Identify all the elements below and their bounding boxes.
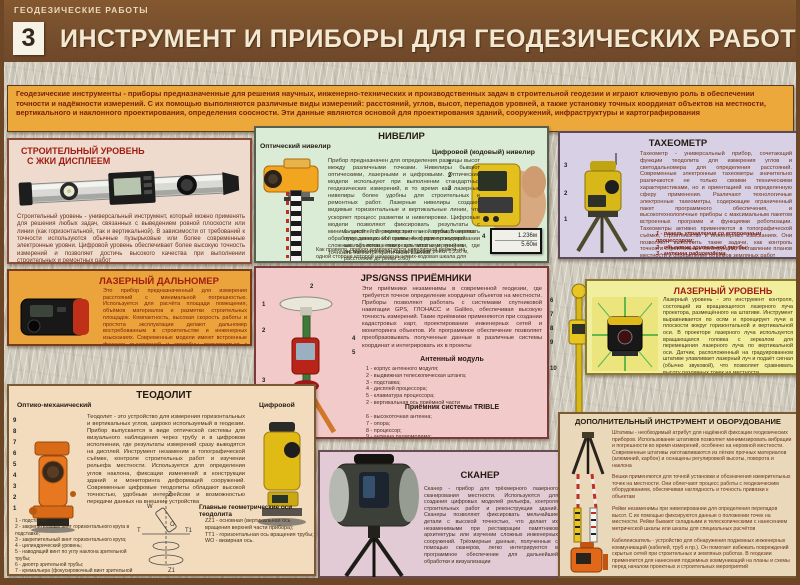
section-title: НИВЕЛИР [378,131,425,142]
teodolit-text: Теодолит - это устройство для измерения … [87,414,245,505]
section-nivelir: НИВЕЛИР Оптический нивелир Цифровой (код… [254,126,549,263]
callout-2: 2 [448,173,452,179]
callout-4: 4 [352,336,356,342]
teodolit-axes-diagram: Z T T1 W O Z1 [137,488,195,574]
section-taheometr: ТАХЕОМЕТР 3 2 1 Тахеометр - универсальны… [558,131,796,259]
poles-text: Вешки применяются для точной установки и… [612,474,791,500]
rangefinder-photo [17,293,97,341]
header: ГЕОДЕЗИЧЕСКИЕ РАБОТЫ 3 ИНСТРУМЕНТ И ПРИБ… [4,0,797,62]
taheometr-legend: 1 - панель управления со встроенным проц… [656,231,762,258]
label-digital-teodolit: Цифровой [259,402,295,409]
teodolit-axes-text: Главные геометрические оси теодолита ZZ1… [199,504,314,545]
svg-text:T: T [137,528,141,534]
section-title: ЛАЗЕРНЫЙ ДАЛЬНОМЕР [99,276,219,287]
page-title: ИНСТРУМЕНТ И ПРИБОРЫ ДЛЯ ГЕОДЕЗИЧЕСКИХ Р… [60,25,797,53]
rangefinder-text: Это прибор предназначенный для измерения… [103,288,247,346]
laser-level-photo [592,297,658,371]
taheometr-text: Тахеометр - универсальный прибор, сочета… [640,151,792,259]
section-building-level: СТРОИТЕЛЬНЫЙ УРОВЕНЬ С ЖКИ ДИСПЛЕЕМ [7,138,252,264]
cable-locator-photo [566,538,610,576]
section-title: ЛАЗЕРНЫЙ УРОВЕНЬ [673,286,773,296]
callout-2: 2 [262,328,266,334]
range-poles-photo [566,472,610,510]
nivelir-display: 1.236м 5.60м [490,228,542,254]
leveling-rod-photo [290,190,302,261]
nivelir-text: Прибор предназначен для определения разн… [328,158,480,256]
label-optical-teodolit: Оптико-механический [17,402,92,409]
callout-5: 5 [352,350,356,356]
intro-paragraph: Геодезические инструменты - приборы пред… [7,85,794,132]
building-level-photo [15,167,243,211]
teodolit-legend: 1 - подставка; 2 - закрепительный винт г… [15,518,133,574]
section-title: СТРОИТЕЛЬНЫЙ УРОВЕНЬ С ЖКИ ДИСПЛЕЕМ [21,146,145,166]
callout-1: 1 [262,302,266,308]
svg-text:W: W [147,504,153,510]
section-title: ТАХЕОМЕТР [648,138,708,149]
tripod-photo [566,430,610,476]
section-title: ТЕОДОЛИТ [136,390,192,401]
tripods-text: Штативы - необходимый атрибут для надёжн… [612,430,792,469]
label-digital-nivelir: Цифровой (кодовый) нивелир [432,149,535,156]
rods-text: Рейки незаменимы при нивелировании для о… [612,506,788,532]
gnss-text: Эти приёмники незаменимы в современной г… [362,286,542,349]
antenna-module-title: Антенный модуль [420,356,484,363]
callout-2: 2 [564,191,568,197]
cable-locator-text: Кабелеискатель - устройство для обнаруже… [612,538,790,570]
taheometr-photo [564,151,638,255]
antenna-module-list: 1 - корпус антенного модуля; 2 - выдвижн… [366,366,467,406]
header-eyebrow: ГЕОДЕЗИЧЕСКИЕ РАБОТЫ [14,5,149,15]
leveling-rod-scale [286,192,289,258]
svg-text:O: O [170,522,175,528]
trimble-receiver-title: Приёмник системы TRIBLE [404,404,500,411]
callout-4: 4 [482,234,486,240]
callout-1: 1 [448,160,452,166]
trimble-receiver-list: 6 - высокоточная антенна; 7 - опора; 8 -… [366,414,432,439]
callout-1: 1 [564,217,568,223]
svg-text:T1: T1 [185,528,193,534]
scanner-text: Сканер - прибор для трёхмерного лазерног… [424,486,558,565]
section-extra-equipment: ДОПОЛНИТЕЛЬНЫЙ ИНСТРУМЕНТ И ОБОРУДОВАНИЕ… [558,412,796,578]
callout-axis: 2 [310,284,314,290]
callout-3: 3 [262,378,266,384]
rods-photo [566,506,610,544]
nivelir-legend: 1 - дисплей; 2 - окуляр зрительной трубы… [344,229,475,262]
digital-nivelir-photo [456,156,547,240]
digital-teodolit-photo [249,416,313,528]
section-teodolit: ТЕОДОЛИТ Оптико-механический Цифровой 9 … [7,384,316,576]
section-title: СКАНЕР [460,470,500,481]
svg-text:Z1: Z1 [168,568,176,574]
section-title: ДОПОЛНИТЕЛЬНЫЙ ИНСТРУМЕНТ И ОБОРУДОВАНИЕ [575,417,781,426]
label-optical-nivelir: Оптический нивелир [260,143,331,150]
poster-number-badge: 3 [13,22,44,55]
nivelir-note: Как правило, прибор комплектуется нивели… [316,247,467,261]
laser-level-text: Лазерный уровень - это инструмент контро… [663,297,793,375]
building-level-text: Строительный уровень - универсальный инс… [17,214,245,264]
callout-3: 3 [448,186,452,192]
section-laser-level: ЛАЗЕРНЫЙ УРОВЕНЬ Лазерный уровень - это … [585,279,796,375]
section-rangefinder: ЛАЗЕРНЫЙ ДАЛЬНОМЕР Это прибор предназнач… [7,269,252,346]
optical-teodolit-photo [21,414,83,534]
svg-text:Z: Z [168,492,172,498]
section-title: JPS/GNSS ПРИЁМНИКИ [360,273,472,284]
scanner-photo [320,440,428,578]
callout-3: 3 [564,163,568,169]
